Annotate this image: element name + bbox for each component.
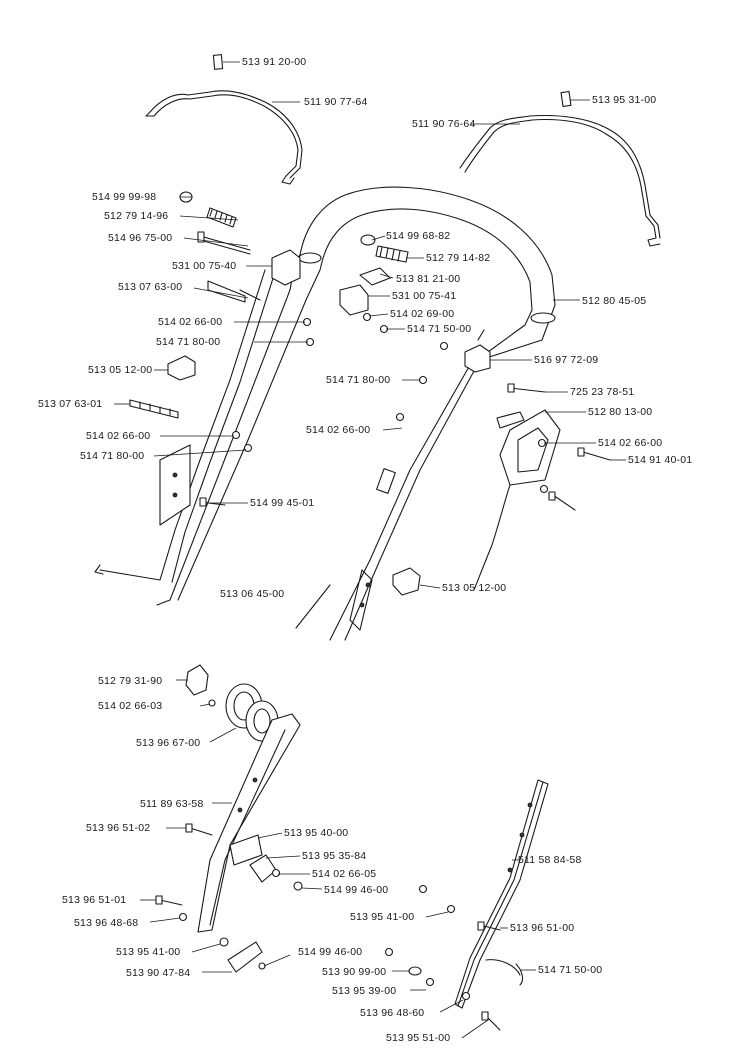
- part-label: 513 95 40-00: [284, 827, 349, 839]
- part-label: 513 95 39-00: [332, 985, 397, 997]
- part-label: 514 91 40-01: [628, 454, 693, 466]
- part-label: 513 05 12-00: [88, 364, 153, 376]
- part-label: 514 99 46-00: [324, 884, 389, 896]
- part-label: 513 90 47-84: [126, 967, 191, 979]
- part-label: 514 02 66-00: [86, 430, 151, 442]
- part-label: 514 02 66-00: [158, 316, 223, 328]
- part-label: 514 02 69-00: [390, 308, 455, 320]
- part-label: 513 95 35-84: [302, 850, 367, 862]
- part-label: 514 71 50-00: [538, 964, 603, 976]
- part-label: 514 99 99-98: [92, 191, 157, 203]
- part-label: 513 06 45-00: [220, 588, 285, 600]
- part-label: 514 71 50-00: [407, 323, 472, 335]
- part-label: 514 02 66-05: [312, 868, 377, 880]
- part-label: 513 91 20-00: [242, 56, 307, 68]
- part-label: 513 81 21-00: [396, 273, 461, 285]
- part-label: 514 02 66-03: [98, 700, 163, 712]
- part-label: 513 05 12-00: [442, 582, 507, 594]
- part-label: 513 96 48-60: [360, 1007, 425, 1019]
- bail-handle-right: [459, 90, 661, 247]
- right-side-parts: [339, 234, 611, 596]
- part-label: 513 95 31-00: [592, 94, 657, 106]
- left-side-parts: [129, 191, 315, 526]
- part-label: 513 96 51-01: [62, 894, 127, 906]
- part-label: 513 95 41-00: [116, 946, 181, 958]
- part-label: 513 07 63-00: [118, 281, 183, 293]
- part-label: 511 89 63-58: [140, 798, 204, 810]
- part-label: 513 95 41-00: [350, 911, 415, 923]
- part-label: 511 58 84-58: [518, 854, 582, 866]
- part-label: 512 80 13-00: [588, 406, 653, 418]
- part-label: 513 96 51-00: [510, 922, 575, 934]
- part-label: 514 99 45-01: [250, 497, 315, 509]
- bail-handle-left: [145, 54, 303, 185]
- part-label: 512 79 14-96: [104, 210, 169, 222]
- part-label: 531 00 75-40: [172, 260, 237, 272]
- part-label: 514 71 80-00: [326, 374, 391, 386]
- part-label: 514 02 66-00: [306, 424, 371, 436]
- part-label: 511 90 77-64: [304, 96, 368, 108]
- part-label: 513 96 51-02: [86, 822, 151, 834]
- part-label: 513 96 67-00: [136, 737, 201, 749]
- part-label: 513 90 99-00: [322, 966, 387, 978]
- lower-right-assembly: [408, 779, 549, 1031]
- part-label: 512 80 45-05: [582, 295, 647, 307]
- part-label: 725 23 78-51: [570, 386, 635, 398]
- part-label: 513 07 63-01: [38, 398, 103, 410]
- part-label: 531 00 75-41: [392, 290, 457, 302]
- leader-lines: [114, 61, 626, 1039]
- part-label: 514 99 46-00: [298, 946, 363, 958]
- part-label: 514 71 80-00: [156, 336, 221, 348]
- part-label: 514 02 66-00: [598, 437, 663, 449]
- part-label: 511 90 76-64: [412, 118, 476, 130]
- part-label: 516 97 72-09: [534, 354, 599, 366]
- part-label: 514 71 80-00: [80, 450, 145, 462]
- part-label: 513 96 48-68: [74, 917, 139, 929]
- lower-left-assembly: [155, 664, 428, 973]
- part-label: 513 95 51-00: [386, 1032, 451, 1044]
- part-label: 512 79 31-90: [98, 675, 163, 687]
- part-label: 514 96 75-00: [108, 232, 173, 244]
- part-label: 514 99 68-82: [386, 230, 451, 242]
- part-label: 512 79 14-82: [426, 252, 491, 264]
